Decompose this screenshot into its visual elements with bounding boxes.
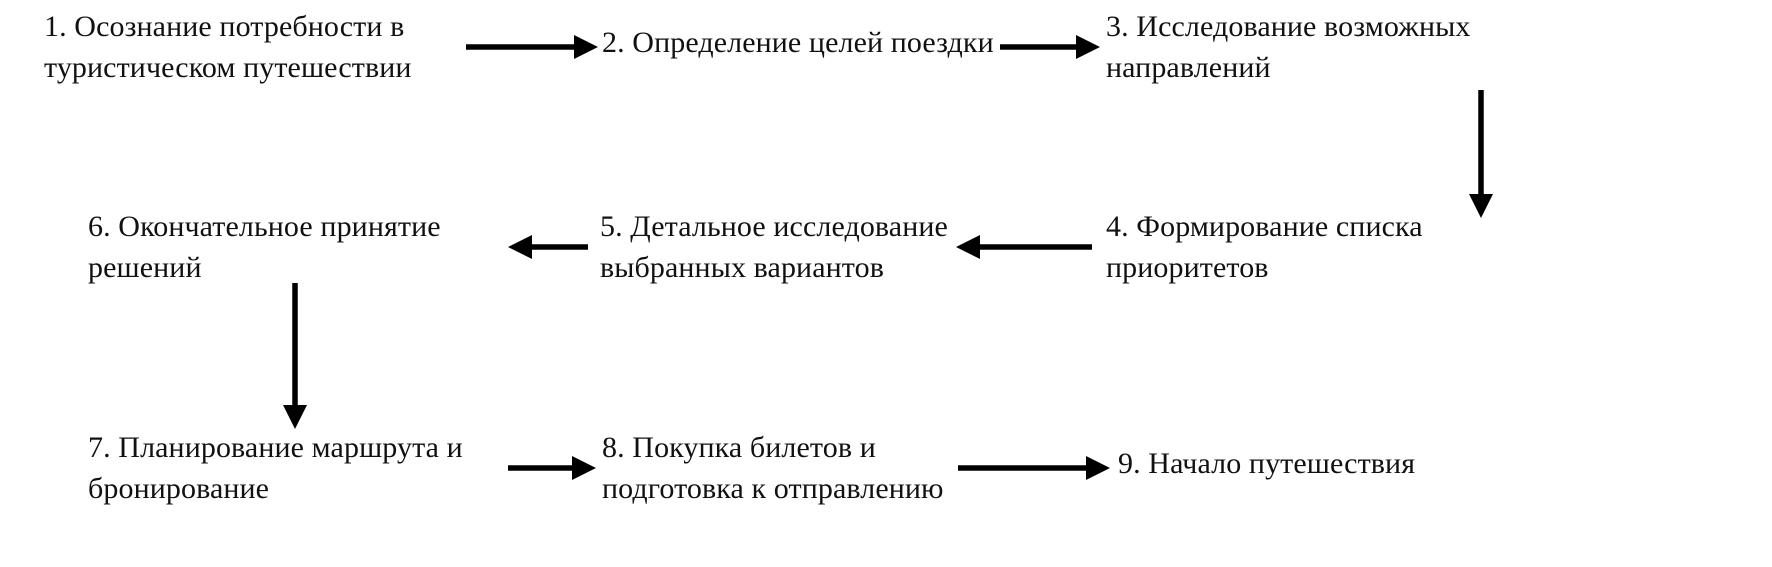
step-node-1[interactable]: 1. Осознание потребности в туристическом… (44, 10, 412, 84)
step-node-7[interactable]: 7. Планирование маршрута и бронирование (88, 431, 463, 505)
connector-arrow-2-to-3 (1000, 35, 1100, 59)
connector-arrow-7-to-8 (508, 456, 596, 480)
connector-arrow-5-to-6 (508, 235, 588, 259)
connector-arrow-4-to-5 (956, 235, 1092, 259)
step-node-9[interactable]: 9. Начало путешествия (1118, 447, 1416, 480)
step-node-5[interactable]: 5. Детальное исследование выбранных вари… (600, 210, 948, 284)
connector-arrow-6-to-7 (283, 283, 307, 429)
step-node-2[interactable]: 2. Определение целей поездки (602, 26, 994, 59)
connector-arrow-8-to-9 (958, 456, 1110, 480)
connector-arrow-1-to-2 (466, 35, 598, 59)
step-node-4[interactable]: 4. Формирование списка приоритетов (1106, 210, 1423, 284)
step-node-6[interactable]: 6. Окончательное принятие решений (88, 210, 441, 284)
connector-arrow-3-to-4 (1469, 90, 1493, 218)
step-node-3[interactable]: 3. Исследование возможных направлений (1106, 10, 1471, 84)
step-node-8[interactable]: 8. Покупка билетов и подготовка к отправ… (602, 431, 944, 505)
